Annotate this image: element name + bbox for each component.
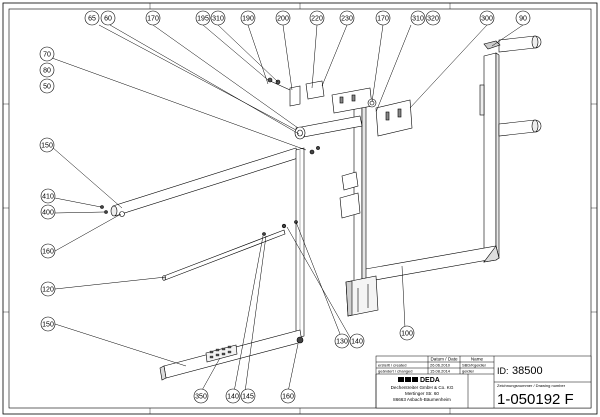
callout-label: 200 [277, 16, 289, 23]
callout-320 [425, 10, 441, 26]
company-logo: DEDA [398, 377, 440, 384]
callout-label: 190 [242, 16, 254, 23]
callout-350 [193, 388, 209, 404]
callout-65 [84, 10, 100, 26]
changed-date: 15.08.2014 [430, 369, 451, 374]
callout-label: 410 [42, 194, 54, 201]
callout-310a [210, 10, 226, 26]
changed-label: geändert / changed [378, 369, 412, 374]
bottom-bar [159, 329, 303, 381]
callout-label: 310 [412, 16, 424, 23]
callout-label: 150 [41, 143, 53, 150]
callout-label: 90 [519, 16, 527, 23]
callout-label: 70 [43, 52, 51, 59]
callout-label: 300 [481, 16, 493, 23]
created-date: 26.06.2010 [430, 363, 451, 368]
created-name: SBD/Kgeidler [462, 363, 487, 368]
callout-310b [410, 10, 426, 26]
callout-label: 50 [43, 84, 51, 91]
callout-160a [40, 243, 56, 259]
rear-rails [498, 35, 542, 137]
callout-label: 130 [336, 339, 348, 346]
callout-400 [40, 204, 56, 220]
callout-label: 160 [42, 249, 54, 256]
callout-160b [280, 388, 296, 404]
callout-230 [339, 10, 355, 26]
callout-label: 80 [43, 68, 51, 75]
callout-145 [240, 388, 256, 404]
id-label: ID: [497, 366, 509, 376]
callout-150a [39, 137, 55, 153]
callout-300 [479, 10, 495, 26]
callout-label: 60 [104, 16, 112, 23]
created-label: erstellt / created [378, 363, 406, 368]
callout-label: 145 [242, 394, 254, 401]
callout-label: 120 [42, 287, 54, 294]
callout-label: 170 [147, 16, 159, 23]
callout-label: 170 [377, 16, 389, 23]
diagonal-tube [110, 147, 299, 217]
callout-label: 320 [427, 16, 439, 23]
callout-label: 140 [351, 339, 363, 346]
callout-label: 150 [42, 322, 54, 329]
callout-170b [375, 10, 391, 26]
callout-label: 160 [282, 394, 294, 401]
drawing-number: 1-050192 F [497, 391, 574, 408]
top-arm [294, 115, 363, 140]
callout-50 [39, 78, 55, 94]
callout-140b [225, 388, 241, 404]
part-geometry [100, 35, 542, 381]
callout-130 [334, 333, 350, 349]
company-city: 86663 Asbach-Bäumenheim [393, 397, 451, 402]
callout-100 [399, 325, 415, 341]
id-value: 38500 [512, 365, 543, 377]
callout-label: 100 [401, 331, 413, 338]
changed-name: geidler [462, 369, 475, 374]
callout-120 [40, 281, 56, 297]
left-post [295, 147, 305, 339]
leader-lines [51, 24, 524, 393]
callout-labels: 65 60 170 195 310 190 200 220 230 170 31… [41, 16, 527, 401]
callout-200 [275, 10, 291, 26]
callout-190 [240, 10, 256, 26]
title-block: Datum / Date Name erstellt / created 26.… [375, 355, 592, 409]
callout-410 [40, 188, 56, 204]
callout-90 [515, 10, 531, 26]
callout-label: 230 [341, 16, 353, 23]
company-logo-text: DEDA [420, 377, 440, 384]
callout-80 [39, 62, 55, 78]
callout-label: 195 [197, 16, 209, 23]
callout-150b [40, 316, 56, 332]
callout-70 [39, 46, 55, 62]
column [345, 92, 379, 317]
callout-60 [100, 10, 116, 26]
callout-label: 310 [212, 16, 224, 23]
callout-label: 220 [311, 16, 323, 23]
callout-label: 140 [227, 394, 239, 401]
name-header: Name [471, 357, 484, 362]
callout-140a [349, 333, 365, 349]
callout-label: 65 [88, 16, 96, 23]
hinge-assembly [267, 77, 325, 107]
callout-label: 350 [195, 394, 207, 401]
frame-100 [359, 52, 500, 283]
date-header: Datum / Date [430, 357, 458, 362]
bracket-plates [331, 87, 413, 137]
drawing-number-label: Zeichnungsnummer / Drawing number [497, 383, 566, 388]
callout-170a [145, 10, 161, 26]
company-street: Mertinger Str. 60 [405, 391, 439, 396]
rod-120 [162, 229, 286, 281]
callout-balloons [39, 10, 531, 404]
callout-220 [309, 10, 325, 26]
callout-label: 400 [42, 210, 54, 217]
company-name: Dechentreiter GmbH & Co. KG [391, 385, 454, 390]
callout-195 [195, 10, 211, 26]
fasteners [100, 146, 361, 344]
